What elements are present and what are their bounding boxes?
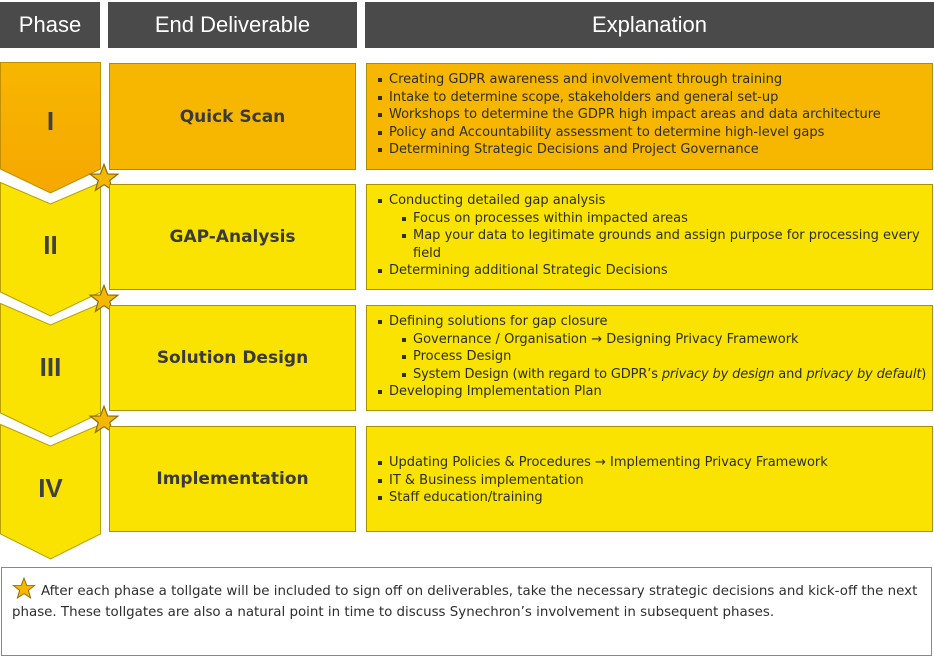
phase-2-chevron [0, 182, 101, 317]
explanation-list: Defining solutions for gap closure Gover… [377, 313, 932, 401]
header-explanation-label: Explanation [592, 12, 707, 37]
deliverable-label: Solution Design [156, 348, 309, 368]
list-item: Process Design [377, 348, 932, 366]
tollgate-footnote: After each phase a tollgate will be incl… [1, 567, 932, 656]
deliverable-gap-analysis: GAP-Analysis [109, 184, 356, 290]
list-item: System Design (with regard to GDPR’s pri… [377, 366, 932, 384]
explanation-list: Creating GDPR awareness and involvement … [377, 71, 926, 159]
list-item: Policy and Accountability assessment to … [377, 124, 926, 142]
list-item: Developing Implementation Plan [377, 383, 932, 401]
list-item: IT & Business implementation [377, 472, 926, 490]
footnote-text: After each phase a tollgate will be incl… [12, 584, 918, 620]
list-item: Intake to determine scope, stakeholders … [377, 89, 926, 107]
tollgate-star-icon [88, 163, 120, 192]
deliverable-implementation: Implementation [109, 426, 356, 532]
star-icon [12, 577, 36, 600]
list-item: Creating GDPR awareness and involvement … [377, 71, 926, 89]
list-item: Governance / Organisation → Designing Pr… [377, 331, 932, 349]
tollgate-star-icon [88, 405, 120, 434]
phase-2-numeral: II [43, 230, 58, 260]
list-item: Map your data to legitimate grounds and … [377, 227, 926, 262]
phase-3-chevron [0, 303, 101, 438]
header-end-deliverable: End Deliverable [108, 2, 357, 48]
list-item: Staff education/training [377, 489, 926, 507]
explanation-list: Updating Policies & Procedures → Impleme… [377, 454, 926, 507]
list-item-text: ) [921, 366, 927, 382]
deliverable-label: Quick Scan [179, 106, 286, 127]
deliverable-solution-design: Solution Design [109, 305, 356, 411]
tollgate-star-icon [88, 284, 120, 313]
list-item: Focus on processes within impacted areas [377, 210, 926, 228]
phase-4-chevron [0, 424, 101, 560]
header-explanation: Explanation [365, 2, 934, 48]
phase-1-numeral: I [46, 106, 55, 136]
list-item-text: System Design (with regard to GDPR’s [413, 366, 662, 382]
explanation-phase-2: Conducting detailed gap analysis Focus o… [366, 184, 933, 290]
deliverable-quick-scan: Quick Scan [109, 63, 356, 170]
list-item: Workshops to determine the GDPR high imp… [377, 106, 926, 124]
list-item: Updating Policies & Procedures → Impleme… [377, 454, 926, 472]
explanation-list: Conducting detailed gap analysis Focus o… [377, 192, 926, 280]
explanation-phase-1: Creating GDPR awareness and involvement … [366, 63, 933, 170]
deliverable-label: Implementation [156, 469, 309, 489]
list-item: Determining Strategic Decisions and Proj… [377, 141, 926, 159]
list-item-text: and [774, 366, 807, 382]
list-item-emphasis: privacy by design [661, 366, 775, 382]
explanation-phase-4: Updating Policies & Procedures → Impleme… [366, 426, 933, 532]
phase-4-numeral: IV [38, 473, 63, 503]
phase-1-chevron [0, 62, 101, 194]
list-item-emphasis: privacy by default [806, 366, 922, 382]
list-item: Conducting detailed gap analysis [377, 192, 926, 210]
phase-3-numeral: III [39, 352, 62, 382]
list-item: Determining additional Strategic Decisio… [377, 262, 926, 280]
header-phase-label: Phase [18, 12, 82, 37]
explanation-phase-3: Defining solutions for gap closure Gover… [366, 305, 933, 411]
header-phase: Phase [0, 2, 100, 48]
list-item: Defining solutions for gap closure [377, 313, 932, 331]
deliverable-label: GAP-Analysis [169, 227, 296, 247]
header-end-deliverable-label: End Deliverable [154, 12, 311, 37]
